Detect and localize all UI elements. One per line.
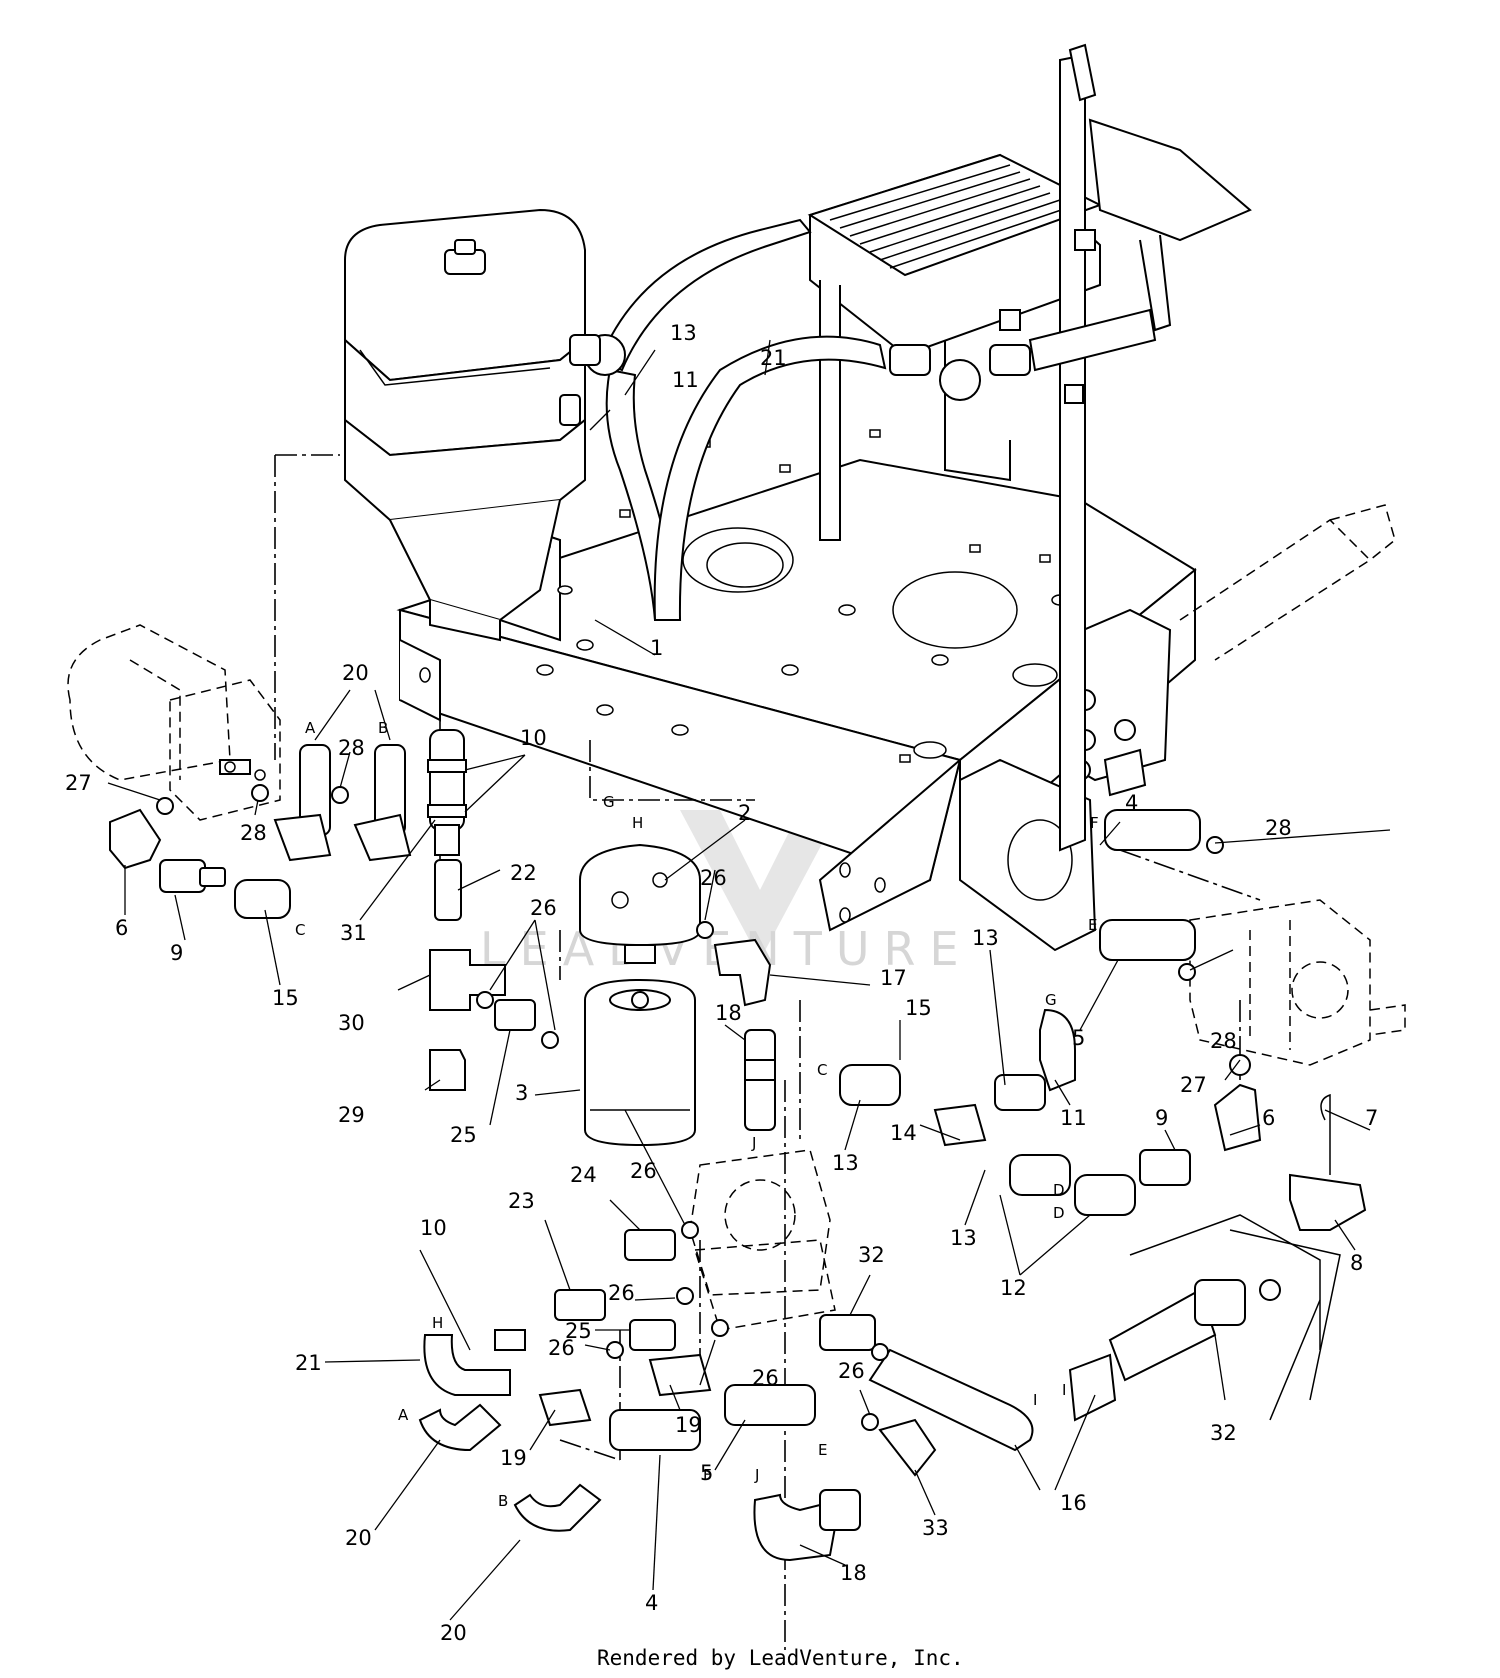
filter-assembly [427, 729, 776, 1147]
callout-9: 9 [170, 941, 183, 965]
callout-26: 26 [548, 1336, 575, 1360]
callout-6: 6 [115, 916, 128, 940]
callout-13: 13 [670, 321, 697, 345]
callout-5: 5 [1072, 1026, 1085, 1050]
cooler-fins [829, 164, 1071, 269]
hose-letter: F [703, 1466, 712, 1484]
manifold-block [418, 1149, 1034, 1562]
callout-28: 28 [338, 736, 365, 760]
hose-letter: D [1053, 1181, 1065, 1199]
right-fittings [839, 809, 1367, 1422]
callout-19: 19 [500, 1446, 527, 1470]
hose-letter: C [295, 921, 305, 939]
callout-13: 13 [950, 1226, 977, 1250]
callout-30: 30 [338, 1011, 365, 1035]
hose-letter: B [498, 1492, 508, 1510]
callout-3: 3 [515, 1081, 528, 1105]
callout-31: 31 [340, 921, 367, 945]
callout-22: 22 [510, 861, 537, 885]
hose-letter: E [818, 1441, 827, 1459]
callout-20: 20 [440, 1621, 467, 1645]
hose-letter: G [1045, 991, 1057, 1009]
callout-13: 13 [972, 926, 999, 950]
callout-17: 17 [880, 966, 907, 990]
callout-6: 6 [1262, 1106, 1275, 1130]
callout-18: 18 [840, 1561, 867, 1585]
top-hoses [559, 218, 1157, 621]
hose-letter: J [754, 1466, 759, 1484]
callout-4: 4 [645, 1591, 658, 1615]
callout-1: 1 [650, 636, 663, 660]
hose-letter: I [1033, 1391, 1037, 1409]
callout-15: 15 [272, 986, 299, 1010]
callout-32: 32 [1210, 1421, 1237, 1445]
callout-16: 16 [1060, 1491, 1087, 1515]
callout-21: 21 [760, 346, 787, 370]
left-fittings [109, 744, 412, 919]
callout-26: 26 [630, 1159, 657, 1183]
hose-letter: E [1088, 916, 1097, 934]
callout-27: 27 [65, 771, 92, 795]
footer-credit: Rendered by LeadVenture, Inc. [597, 1646, 964, 1670]
callout-23: 23 [508, 1189, 535, 1213]
callout-25: 25 [565, 1319, 592, 1343]
callout-32: 32 [858, 1243, 885, 1267]
hose-letter: J [751, 1134, 756, 1152]
callout-7: 7 [1365, 1106, 1378, 1130]
hose-letter: H [632, 814, 643, 832]
oil-cooler [807, 43, 1252, 852]
hose-letter: B [378, 719, 388, 737]
callout-15: 15 [905, 996, 932, 1020]
callout-13: 13 [832, 1151, 859, 1175]
hose-letter: A [305, 719, 316, 737]
callout-26: 26 [530, 896, 557, 920]
hose-end-letters: A B C G H J F E C G D D H A B F E J I I [295, 719, 1099, 1510]
callout-21: 21 [295, 1351, 322, 1375]
callout-20: 20 [342, 661, 369, 685]
callout-25: 25 [450, 1123, 477, 1147]
callout-28: 28 [1265, 816, 1292, 840]
callout-9: 9 [1155, 1106, 1168, 1130]
leader-lines [107, 339, 1391, 1621]
left-pump [67, 624, 281, 821]
hose-letter: F [1090, 814, 1099, 832]
callout-19: 19 [675, 1413, 702, 1437]
callout-14: 14 [890, 1121, 917, 1145]
hose-letter: I [1062, 1381, 1066, 1399]
callout-20: 20 [345, 1526, 372, 1550]
callout-10: 10 [420, 1216, 447, 1240]
callout-5: 5 [700, 1461, 713, 1485]
callout-numbers: 1 2 3 4 4 5 5 6 6 7 8 9 9 10 10 11 11 12… [65, 321, 1378, 1645]
callout-33: 33 [922, 1516, 949, 1540]
callout-11: 11 [1060, 1106, 1087, 1130]
hose-letter: D [1053, 1204, 1065, 1222]
callout-24: 24 [570, 1163, 597, 1187]
hose-letter: A [398, 1406, 409, 1424]
callout-26: 26 [752, 1366, 779, 1390]
hose-letter: G [603, 793, 615, 811]
callout-10: 10 [520, 726, 547, 750]
callout-18: 18 [715, 1001, 742, 1025]
callout-12: 12 [1000, 1276, 1027, 1300]
callout-27: 27 [1180, 1073, 1207, 1097]
callout-28: 28 [1210, 1029, 1237, 1053]
hose-letter: C [817, 1061, 827, 1079]
callout-8: 8 [1350, 1251, 1363, 1275]
callout-4: 4 [1125, 791, 1138, 815]
callout-26: 26 [700, 866, 727, 890]
callout-2: 2 [738, 801, 751, 825]
callout-26: 26 [608, 1281, 635, 1305]
right-pump [1189, 899, 1406, 1066]
hose-letter: H [432, 1314, 443, 1332]
callout-29: 29 [338, 1103, 365, 1127]
hydraulic-tank [344, 208, 586, 642]
callout-26: 26 [838, 1359, 865, 1383]
callout-11: 11 [672, 368, 699, 392]
callout-28: 28 [240, 821, 267, 845]
